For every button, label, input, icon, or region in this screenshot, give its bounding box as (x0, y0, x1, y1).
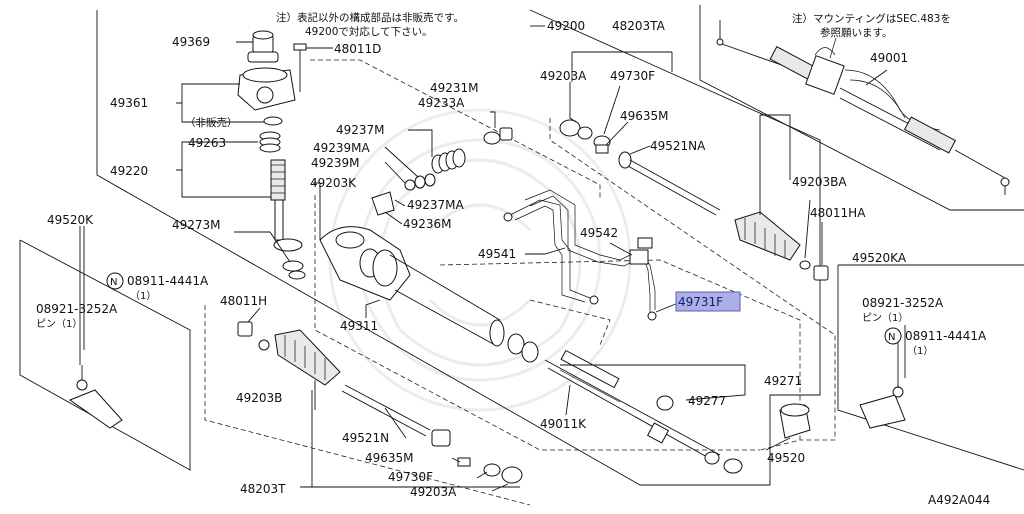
label-49369[interactable]: 49369 (172, 35, 210, 49)
label-49239M[interactable]: 49239M (311, 156, 360, 170)
label-49237MA[interactable]: 49237MA (407, 198, 465, 212)
part-labels[interactable]: 49369 48011D 49361 49263 49220 49231M 49… (36, 19, 990, 507)
label-08911-right[interactable]: 08911-4441A (905, 329, 987, 343)
label-49233A[interactable]: 49233A (418, 96, 465, 110)
figure-code: A492A044 (928, 493, 990, 507)
label-48011D[interactable]: 48011D (334, 42, 381, 56)
label-49271[interactable]: 49271 (764, 374, 802, 388)
label-49730F-bot[interactable]: 49730F (388, 470, 433, 484)
label-49001[interactable]: 49001 (870, 51, 908, 65)
label-49730F-top[interactable]: 49730F (610, 69, 655, 83)
label-49200[interactable]: 49200 (547, 19, 585, 33)
label-08911-right-qty: （1） (907, 345, 933, 357)
label-49236M[interactable]: 49236M (403, 217, 452, 231)
label-49203B[interactable]: 49203B (236, 391, 282, 405)
label-08921-left-qty: ピン（1） (36, 318, 82, 330)
label-48203T[interactable]: 48203T (240, 482, 286, 496)
label-49542[interactable]: 49542 (580, 226, 618, 240)
svg-text:N: N (110, 277, 117, 288)
highlight-49731F (675, 291, 741, 312)
label-08921-left[interactable]: 08921-3252A (36, 302, 118, 316)
label-49520KA[interactable]: 49520KA (852, 251, 907, 265)
steering-gear-assembly (716, 20, 1010, 195)
label-49220[interactable]: 49220 (110, 164, 148, 178)
label-49361[interactable]: 49361 (110, 96, 148, 110)
label-08911-left-qty: （1） (130, 290, 156, 302)
label-49541[interactable]: 49541 (478, 247, 516, 261)
label-49203BA[interactable]: 49203BA (792, 175, 847, 189)
rack-housing (319, 189, 811, 474)
label-49231M[interactable]: 49231M (430, 81, 479, 95)
svg-text:N: N (888, 332, 895, 343)
label-49203K[interactable]: 49203K (310, 176, 357, 190)
label-49277[interactable]: 49277 (688, 394, 726, 408)
label-08911-left[interactable]: 08911-4441A (127, 274, 209, 288)
label-49635M-bot[interactable]: 49635M (365, 451, 414, 465)
leader-lines (79, 41, 906, 492)
label-49203A-top[interactable]: 49203A (540, 69, 587, 83)
tie-rod-left (68, 321, 523, 484)
label-49731F[interactable]: 49731F (678, 295, 723, 309)
label-49635M-top[interactable]: 49635M (620, 109, 669, 123)
n-symbol-right: N (884, 327, 902, 345)
label-49521NA[interactable]: 49521NA (650, 139, 706, 153)
label-08921-right[interactable]: 08921-3252A (862, 296, 944, 310)
note-not-sold: （非販売） (185, 116, 238, 129)
label-49239MA[interactable]: 49239MA (313, 141, 371, 155)
label-49011K[interactable]: 49011K (540, 417, 587, 431)
label-49520K[interactable]: 49520K (47, 213, 94, 227)
note-mount-1: 注）マウンティングはSEC.483を (792, 12, 951, 25)
n-symbol-left: N (106, 272, 124, 290)
label-48011HA[interactable]: 48011HA (810, 206, 866, 220)
label-49203A-bot[interactable]: 49203A (410, 485, 457, 499)
note-top-2: 49200で対応して下さい。 (305, 25, 433, 38)
label-48203TA[interactable]: 48203TA (612, 19, 666, 33)
label-49237M[interactable]: 49237M (336, 123, 385, 137)
outline-frames (19, 5, 1024, 506)
label-08921-right-qty: ピン（1） (862, 312, 908, 324)
label-49311[interactable]: 49311 (340, 319, 378, 333)
note-mount-2: 参照願います。 (820, 26, 892, 39)
notes: 注）表記以外の構成部品は非販売です。 49200で対応して下さい。 注）マウンテ… (185, 11, 951, 129)
note-top-1: 注）表記以外の構成部品は非販売です。 (276, 11, 464, 24)
label-49273M[interactable]: 49273M (172, 218, 221, 232)
label-49521N[interactable]: 49521N (342, 431, 389, 445)
label-48011H[interactable]: 48011H (220, 294, 267, 308)
label-49520[interactable]: 49520 (767, 451, 805, 465)
pinion-valve-group (237, 30, 513, 280)
label-49263[interactable]: 49263 (188, 136, 226, 150)
